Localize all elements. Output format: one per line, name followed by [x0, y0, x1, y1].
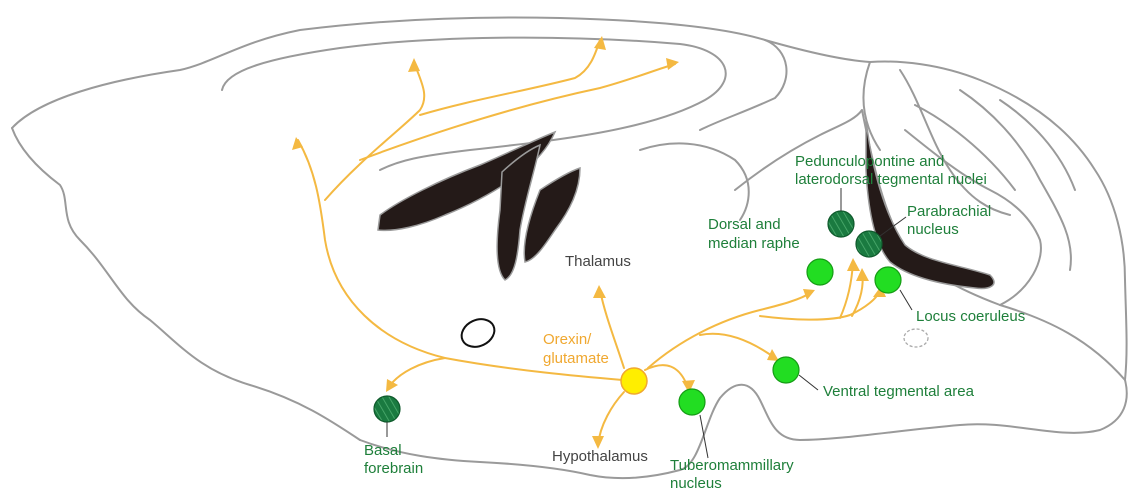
- label-ppt-ldt-line2: laterodorsal tegmental nuclei: [795, 171, 987, 188]
- label-vta: Ventral tegmental area: [823, 383, 975, 400]
- raphe-node: [807, 259, 833, 285]
- dashed-region-marker: [904, 329, 928, 347]
- vta-node: [773, 357, 799, 383]
- cortex-inner-outline: [222, 38, 726, 170]
- label-locus-coeruleus: Locus coeruleus: [916, 308, 1025, 325]
- label-basal-forebrain-line2: forebrain: [364, 460, 423, 477]
- locus-coeruleus-node: [875, 267, 901, 293]
- label-parabrachial-line2: nucleus: [907, 221, 959, 238]
- label-ppt-ldt-line1: Pedunculopontine and: [795, 153, 944, 170]
- label-orexin-line1: Orexin/: [543, 331, 592, 348]
- ppt-ldt-node: [828, 211, 854, 237]
- label-raphe-line2: median raphe: [708, 235, 800, 252]
- label-orexin-line2: glutamate: [543, 350, 609, 367]
- label-tuberomammillary-line1: Tuberomammillary: [670, 457, 794, 474]
- basal-forebrain-node: [374, 396, 400, 422]
- third-ventricle-b: [524, 168, 580, 262]
- anterior-commissure: [457, 314, 499, 352]
- parabrachial-node: [856, 231, 882, 257]
- label-basal-forebrain-line1: Basal: [364, 442, 402, 459]
- label-parabrachial-line1: Parabrachial: [907, 203, 991, 220]
- orexin-neuron-node: [621, 368, 647, 394]
- label-thalamus: Thalamus: [565, 253, 631, 270]
- label-raphe-line1: Dorsal and: [708, 216, 781, 233]
- midbrain-outline: [640, 143, 749, 220]
- olfactory-outline: [12, 128, 360, 440]
- brain-outline: [12, 18, 786, 131]
- label-hypothalamus: Hypothalamus: [552, 448, 648, 465]
- label-tuberomammillary-line2: nucleus: [670, 475, 722, 492]
- tuberomammillary-node: [679, 389, 705, 415]
